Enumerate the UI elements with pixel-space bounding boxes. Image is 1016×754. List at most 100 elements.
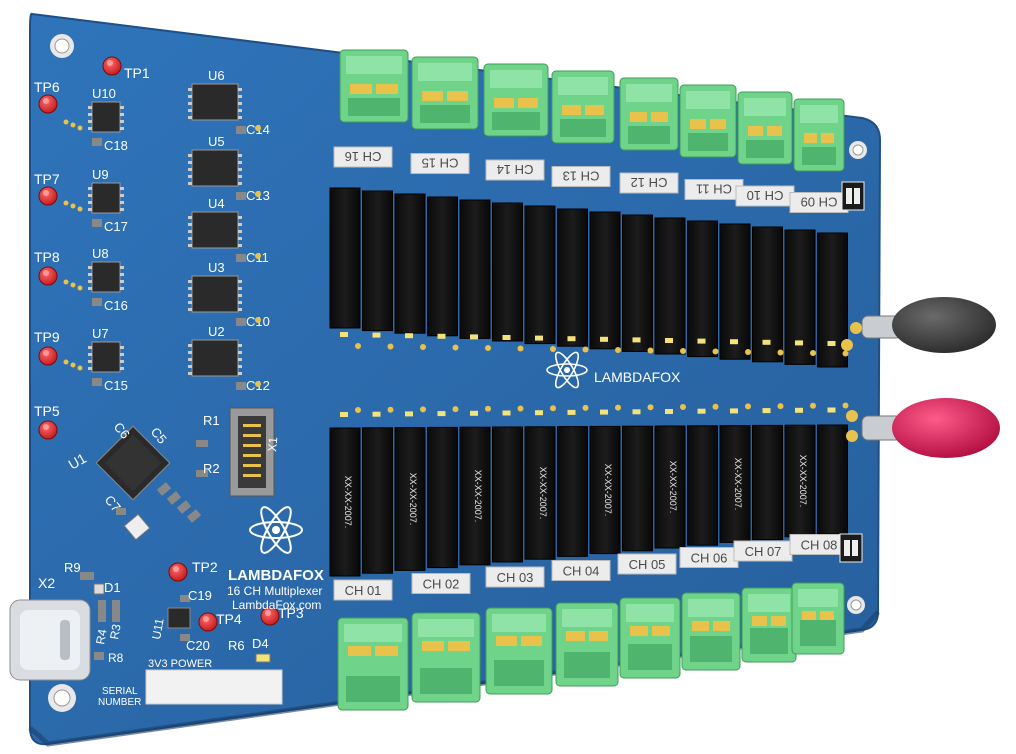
relay (654, 217, 686, 355)
channel-label-top: CH 11 (696, 182, 732, 197)
serial-label-2: NUMBER (98, 697, 141, 708)
relay: XX-XX-2007. (719, 425, 751, 543)
serial-number-box (145, 669, 283, 705)
r6-label: R6 (228, 638, 245, 653)
test-point: TP1 (102, 56, 150, 81)
test-point-label: TP6 (34, 79, 60, 95)
relay (459, 199, 491, 339)
relay-marking: XX-XX-2007. (603, 464, 613, 517)
relay (329, 187, 361, 329)
terminal-block-top (793, 98, 845, 172)
passive-cluster (116, 440, 208, 541)
channel-label-bottom: CH 08 (801, 538, 838, 553)
mid-chip-column: U6C14U5C13U4C11U3C10U2C12 (188, 68, 270, 393)
test-point: TP4 (198, 611, 242, 632)
r3-label: R3 (107, 623, 124, 641)
terminal-block-bottom (791, 582, 845, 655)
relay (622, 214, 653, 352)
relay-marking: XX-XX-2007. (473, 470, 483, 523)
r4-label: R4 (93, 628, 110, 646)
chip-ic: U3C10 (188, 260, 270, 329)
test-point: TP8 (34, 249, 60, 286)
relay: XX-XX-2007. (394, 427, 426, 571)
chip-label: U4 (208, 196, 225, 211)
test-point: TP3 (260, 605, 304, 626)
test-point-label: TP2 (192, 559, 218, 575)
usb-c-connector (9, 599, 91, 681)
mcu-u1 (95, 425, 171, 501)
test-point: TP6 (34, 79, 60, 114)
red-probe (846, 398, 1000, 458)
relay: XX-XX-2007. (329, 427, 361, 577)
chip-label: U9 (92, 167, 109, 182)
relay (492, 202, 523, 342)
chip-ic: U2C12 (188, 324, 270, 393)
d1-label: D1 (104, 580, 121, 595)
channel-label-top: CH 14 (497, 162, 534, 177)
relay (492, 426, 523, 563)
led-row (340, 332, 849, 417)
test-point-label: TP1 (124, 65, 150, 81)
brand-name: LAMBDAFOX (228, 567, 324, 584)
terminal-block-top (737, 91, 793, 165)
relay (622, 425, 653, 552)
relay (362, 190, 393, 332)
relay (557, 426, 588, 557)
c19-label: C19 (188, 588, 212, 603)
dip-switch-bottom (839, 533, 863, 563)
relay (752, 226, 783, 363)
relay-marking: XX-XX-2007. (668, 461, 678, 514)
test-point-label: TP7 (34, 171, 60, 187)
terminal-block-top (551, 70, 615, 144)
terminal-block-top (619, 77, 679, 151)
relay (817, 424, 848, 535)
channel-label-bottom: CH 05 (629, 557, 666, 572)
channel-label-top: CH 09 (801, 195, 838, 210)
chip-label: U8 (92, 246, 109, 261)
relay: XX-XX-2007. (654, 425, 686, 549)
channel-label-top: CH 15 (422, 156, 459, 171)
x2-label: X2 (38, 575, 55, 591)
relay (589, 211, 621, 350)
channel-label-bottom: CH 06 (691, 551, 728, 566)
relay (687, 220, 718, 358)
bottom-relay-row: XX-XX-2007. XX-XX-2007. XX-XX-2007. XX-XX-2… (329, 424, 848, 577)
mounting-holes (48, 34, 867, 712)
relay (427, 426, 458, 569)
test-point-label: TP4 (216, 611, 242, 627)
u11-label: U11 (149, 617, 167, 641)
test-point: TP5 (34, 403, 60, 440)
relay-marking: XX-XX-2007. (733, 458, 743, 511)
relay (752, 424, 783, 541)
black-probe (841, 297, 996, 353)
terminal-block-top (679, 84, 737, 158)
terminal-block-bottom (337, 617, 409, 711)
test-point: TP7 (34, 171, 60, 206)
relay (362, 427, 393, 574)
terminal-block-bottom (741, 587, 797, 663)
power-label: 3V3 POWER (148, 658, 212, 670)
r1-label: R1 (203, 413, 220, 428)
relay: XX-XX-2007. (784, 424, 816, 538)
website: LambdaFox.com (232, 598, 321, 612)
serial-label: SERIAL (102, 686, 138, 697)
cap-label: C15 (104, 378, 128, 393)
channel-label-top: CH 16 (345, 149, 382, 164)
cap-label: C18 (104, 138, 128, 153)
terminal-block-top (339, 49, 409, 123)
relay (687, 425, 718, 546)
product-name: 16 CH Multiplexer (227, 584, 322, 598)
relay (719, 223, 751, 360)
terminal-block-top (483, 63, 549, 137)
relay (524, 205, 556, 345)
channel-label-top: CH 12 (631, 175, 668, 190)
relay: XX-XX-2007. (524, 426, 556, 560)
terminal-block-bottom (555, 602, 619, 687)
test-point: TP2 (168, 559, 218, 582)
center-brand-name: LAMBDAFOX (594, 369, 681, 385)
terminal-block-bottom (681, 592, 741, 671)
test-point-label: TP9 (34, 329, 60, 345)
